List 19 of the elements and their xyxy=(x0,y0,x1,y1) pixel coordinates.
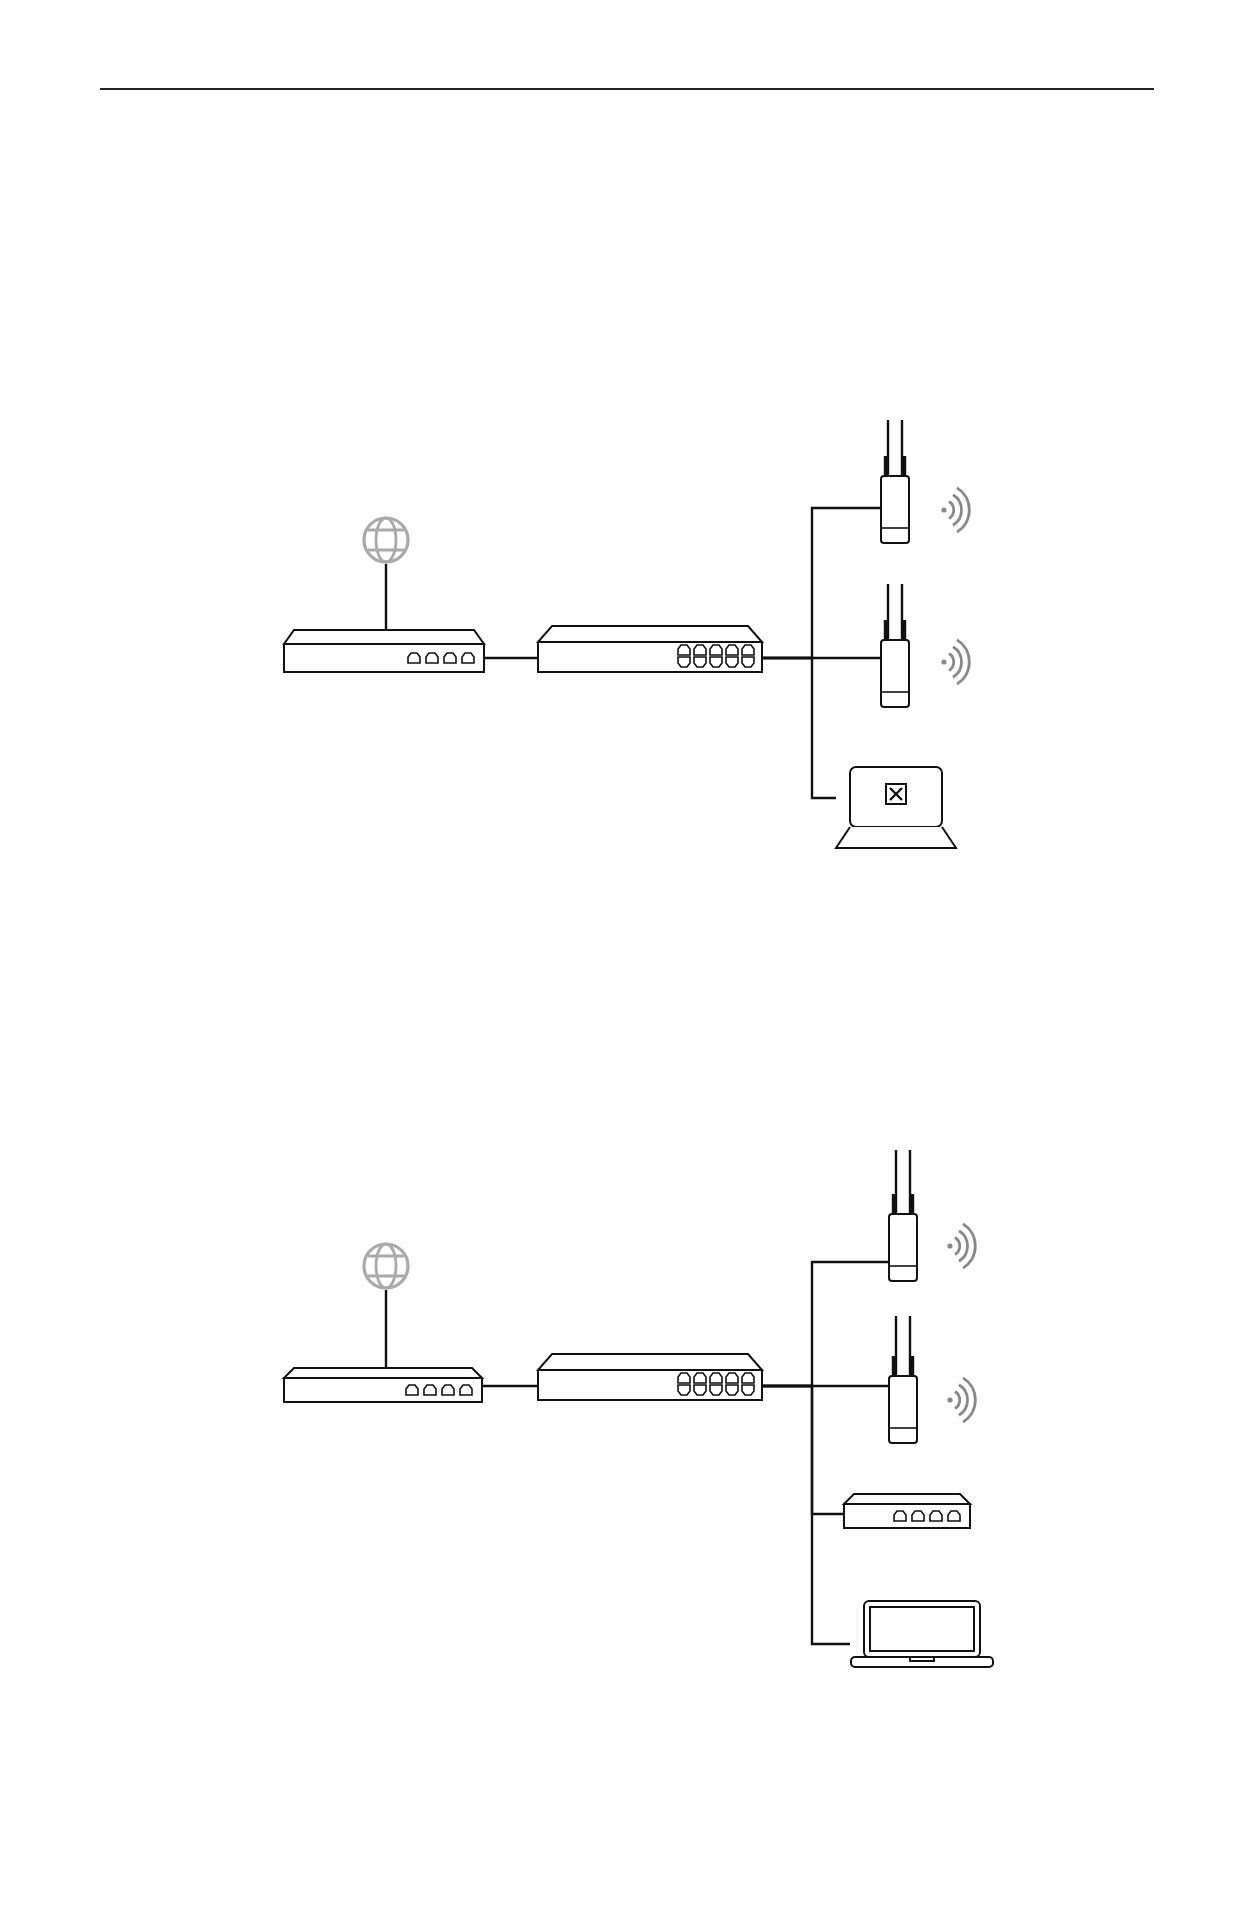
network-cable xyxy=(384,1290,388,1368)
laptop-drawing xyxy=(836,766,956,850)
laptop-drawing xyxy=(850,1600,994,1668)
globe-icon xyxy=(362,1242,410,1290)
router-drawing xyxy=(284,1368,482,1402)
switch-drawing xyxy=(538,1354,762,1400)
network-cable xyxy=(482,1384,538,1388)
access-point-drawing xyxy=(888,1150,918,1282)
controller-drawing xyxy=(844,1494,970,1528)
access-point-drawing xyxy=(880,420,910,544)
switch-drawing xyxy=(538,626,762,672)
globe-icon xyxy=(362,516,410,564)
network-cable xyxy=(762,1384,850,1646)
access-point-drawing xyxy=(880,584,910,708)
network-cable xyxy=(762,656,836,800)
router-drawing xyxy=(284,630,484,672)
network-cable xyxy=(484,656,538,660)
network-cable xyxy=(384,564,388,630)
access-point-drawing xyxy=(888,1316,918,1444)
